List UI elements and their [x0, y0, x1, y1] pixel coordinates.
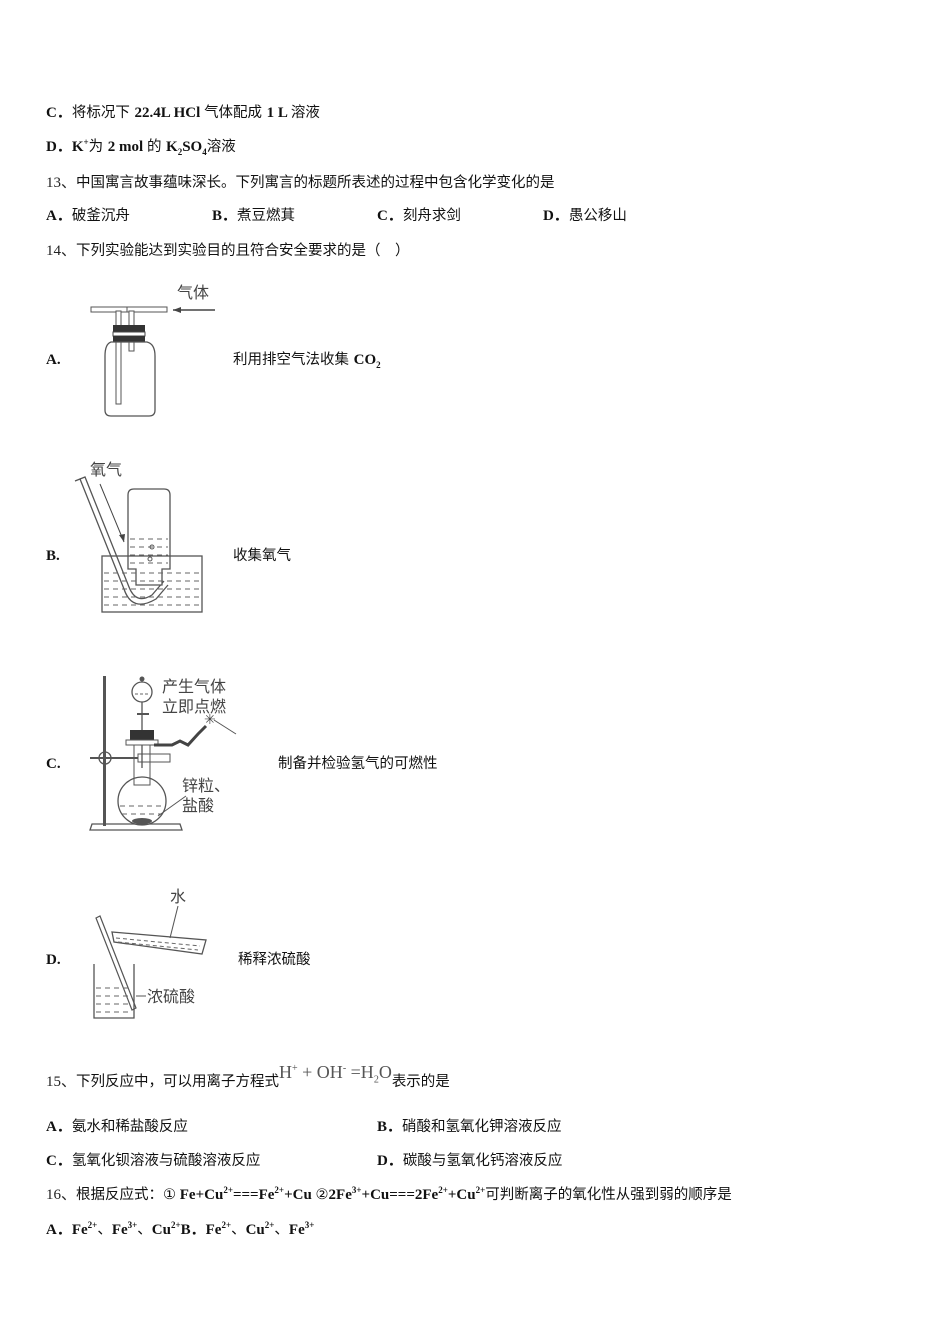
q16-stem: 16、根据反应式：① Fe+Cu2+===Fe2++Cu ②2Fe3++Cu==… — [46, 1185, 732, 1204]
svg-text:锌粒、: 锌粒、 — [182, 776, 230, 795]
q14-option-a-desc: 利用排空气法收集 CO2 — [233, 352, 381, 370]
q14-option-b-label: B. — [46, 548, 60, 564]
figure-label-oxygen: 氧气 — [90, 460, 122, 479]
oxygen-collection-figure: 氧气 — [72, 457, 212, 617]
svg-text:✳: ✳ — [204, 712, 216, 728]
ionic-equation: H+ + OH- =H2O — [279, 1062, 392, 1086]
q14-option-c-label: C. — [46, 756, 61, 772]
q13-option-c: C．刻舟求剑 — [377, 208, 461, 224]
q14-stem: 14、下列实验能达到实验目的且符合安全要求的是（ ） — [46, 243, 410, 259]
q13-option-a: A．破釜沉舟 — [46, 208, 130, 224]
q12-option-d: D．K+为 2 mol 的 K2SO4溶液 — [46, 137, 236, 157]
svg-text:产生气体: 产生气体 — [162, 677, 226, 696]
q12-option-c: C．将标况下 22.4L HCl 气体配成 1 L 溶液 — [46, 105, 320, 121]
option-label: C． — [46, 105, 72, 121]
q14-option-c-desc: 制备并检验氢气的可燃性 — [278, 756, 438, 772]
q13-option-b: B．煮豆燃萁 — [212, 208, 296, 224]
question-number: 13、 — [46, 175, 77, 191]
q15-option-c: C．氢氧化钡溶液与硫酸溶液反应 — [46, 1153, 261, 1169]
q16-option-a: A．Fe2+、Fe3+、Cu2+ — [46, 1220, 181, 1239]
svg-text:水: 水 — [170, 887, 186, 906]
q13-option-d: D．愚公移山 — [543, 208, 627, 224]
q15-option-b: B．硝酸和氢氧化钾溶液反应 — [377, 1119, 562, 1135]
q14-option-a-label: A. — [46, 352, 61, 368]
q15-option-a: A．氨水和稀盐酸反应 — [46, 1119, 188, 1135]
svg-text:盐酸: 盐酸 — [182, 796, 214, 815]
q15-option-d: D．碳酸与氢氧化钙溶液反应 — [377, 1153, 563, 1169]
dilute-acid-figure: 水 浓硫酸 — [84, 880, 224, 1025]
svg-text:浓硫酸: 浓硫酸 — [147, 987, 195, 1006]
hydrogen-apparatus-figure: 产生气体 立即点燃 锌粒、 盐酸 ✳ — [82, 668, 262, 836]
svg-text:立即点燃: 立即点燃 — [162, 697, 226, 716]
q16-option-b: B．Fe2+、Cu2+、Fe3+ — [180, 1220, 315, 1239]
q15-stem: 15、下列反应中，可以用离子方程式H+ + OH- =H2O表示的是 — [46, 1062, 450, 1090]
q14-option-d-label: D. — [46, 952, 61, 968]
q14-option-d-desc: 稀释浓硫酸 — [238, 952, 311, 968]
q16-options: A．Fe2+、Fe3+、Cu2+B．Fe2+、Cu2+、Fe3+ — [46, 1219, 314, 1240]
gas-washing-bottle-figure: 气体 — [85, 278, 235, 423]
q14-option-b-desc: 收集氧气 — [233, 548, 291, 564]
q13-stem: 13、中国寓言故事蕴味深长。下列寓言的标题所表述的过程中包含化学变化的是 — [46, 175, 555, 191]
figure-label-gas: 气体 — [177, 283, 209, 302]
